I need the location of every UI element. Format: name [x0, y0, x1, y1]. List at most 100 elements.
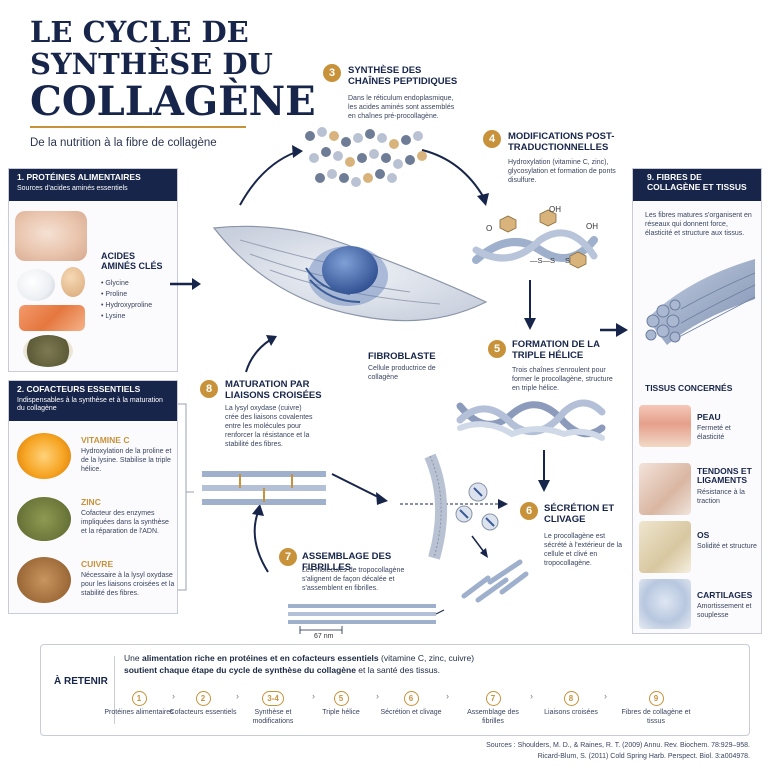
retain-step-8-label: Liaisons croisées — [544, 709, 598, 716]
step-5-title: FORMATION DE LA TRIPLE HÉLICE — [512, 339, 600, 361]
retain-arrow: › — [312, 691, 315, 701]
retain-divider — [114, 656, 115, 724]
step-7-desc: Les molécules de tropocollagène s'aligne… — [302, 567, 405, 593]
salmon-image — [19, 305, 85, 331]
chem-label-oh-1: OH — [549, 205, 561, 214]
fibril-scale-label: 67 nm — [314, 633, 334, 640]
retain-step-3-4-label: Synthèse et modifications — [252, 709, 294, 725]
sources-line-2: Ricard-Blum, S. (2011) Cold Spring Harb.… — [537, 753, 750, 760]
step-4-desc: Hydroxylation (vitamine C, zinc), glycos… — [508, 159, 616, 185]
panel-1-subtitle: Sources d'acides aminés essentiels — [17, 184, 128, 192]
tissue-cartilage: CARTILAGES Amortissement et souplesse — [697, 590, 759, 621]
sources-line-1: Sources : Shoulders, M. D., & Raines, R.… — [486, 742, 750, 749]
retain-step-9-number: 9 — [648, 691, 664, 706]
retain-step-1-label: Protéines alimentaires — [104, 709, 174, 716]
secretion-illustration — [424, 453, 499, 560]
retain-step-8: 8 Liaisons croisées — [536, 688, 606, 718]
yogurt-image — [17, 269, 55, 301]
tissue-tendon-image — [639, 463, 691, 515]
step-7-number: 7 — [279, 548, 297, 566]
panel-9-desc: Les fibres matures s'organisent en résea… — [645, 212, 752, 238]
chem-label-o: O — [486, 224, 493, 233]
step-6-title: SÉCRÉTION ET CLIVAGE — [544, 503, 615, 525]
egg-image — [61, 267, 85, 297]
retain-step-7-number: 7 — [485, 691, 501, 706]
peptide-chains-illustration — [305, 127, 427, 187]
retain-arrow: › — [446, 691, 449, 701]
fibroblast-desc: Cellule productrice de collagène — [368, 365, 436, 382]
retain-arrow: › — [376, 691, 379, 701]
retain-step-6-label: Sécrétion et clivage — [380, 709, 442, 716]
retain-step-3-4: 3-4 Synthèse et modifications — [238, 688, 308, 727]
panel-9-heading: 9. FIBRES DE COLLAGÈNE ET TISSUS — [633, 169, 761, 201]
chem-label-s: S — [565, 256, 571, 265]
step-8-desc: La lysyl oxydase (cuivre) crée des liais… — [225, 405, 313, 449]
retain-arrow: › — [530, 691, 533, 701]
retain-text-part-3: (vitamine C, zinc, cuivre) — [378, 653, 475, 663]
triple-helix-illustration — [456, 399, 606, 441]
step-8-number: 8 — [200, 380, 218, 398]
orange-image — [17, 433, 71, 479]
retain-text-part-2: alimentation riche en protéines et en co… — [141, 653, 379, 663]
tissue-bone-label: OS — [697, 530, 710, 540]
tissue-skin-label: PEAU — [697, 412, 721, 422]
tissue-cartilage-image — [639, 579, 691, 629]
retain-step-8-number: 8 — [563, 691, 579, 706]
title-line-2: SYNTHÈSE DU — [30, 47, 273, 81]
copper-desc: Nécessaire à la lysyl oxydase pour les l… — [81, 572, 175, 598]
step-3-desc: Dans le réticulum endoplasmique, les aci… — [348, 95, 455, 121]
step-4-number: 4 — [483, 130, 501, 148]
retain-text: Une alimentation riche en protéines et e… — [124, 652, 724, 677]
zinc-desc: Cofacteur des enzymes impliquées dans la… — [81, 510, 169, 536]
arrow-to-fibroblast — [170, 278, 201, 290]
tissue-skin-desc: Fermeté et élasticité — [697, 425, 731, 442]
amino-acid-item: • Proline — [101, 290, 128, 298]
title-line-1: LE CYCLE DE — [30, 15, 249, 49]
step-4-title: MODIFICATIONS POST-TRADUCTIONNELLES — [508, 131, 615, 153]
panel-2-heading: 2. COFACTEURS ESSENTIELS Indispensables … — [9, 381, 177, 421]
lentils-image — [23, 335, 73, 367]
step-7-title: ASSEMBLAGE DES FIBRILLES — [302, 551, 392, 573]
chicken-image — [15, 211, 87, 261]
tissue-cartilage-label: CARTILAGES — [697, 590, 753, 600]
retain-step-7: 7 Assemblage des fibrilles — [458, 688, 528, 727]
panel-collagen-fibers: 9. FIBRES DE COLLAGÈNE ET TISSUS Les fib… — [632, 168, 762, 634]
pumpkin-seeds-image — [17, 497, 71, 541]
retain-box — [40, 644, 750, 736]
tissue-skin-image — [639, 405, 691, 447]
modified-chain-illustration — [472, 209, 598, 269]
chem-label-oh-2: OH — [586, 222, 598, 231]
retain-arrow: › — [604, 691, 607, 701]
tissue-bone: OS Solidité et structure — [697, 530, 759, 551]
retain-step-1-number: 1 — [131, 691, 147, 706]
retain-step-2: 2 Cofacteurs essentiels — [168, 688, 238, 718]
panel-dietary-proteins: 1. PROTÉINES ALIMENTAIRES Sources d'acid… — [8, 168, 178, 372]
retain-step-2-number: 2 — [195, 691, 211, 706]
retain-step-6-number: 6 — [403, 691, 419, 706]
retain-text-part-1: Une — [124, 653, 142, 663]
panel-cofactors: 2. COFACTEURS ESSENTIELS Indispensables … — [8, 380, 178, 614]
retain-step-7-label: Assemblage des fibrilles — [467, 709, 519, 725]
retain-arrow: › — [236, 691, 239, 701]
step-3-number: 3 — [323, 64, 341, 82]
tissue-skin: PEAU Fermeté et élasticité — [697, 412, 759, 443]
tissue-tendon: TENDONS ET LIGAMENTS Résistance à la tra… — [697, 466, 761, 506]
retain-step-2-label: Cofacteurs essentiels — [169, 709, 237, 716]
nuts-image — [17, 557, 71, 603]
crosslinked-fibrils-illustration — [202, 471, 326, 505]
amino-acid-glycine: Glycine — [105, 280, 129, 287]
tissue-tendon-desc: Résistance à la traction — [697, 488, 745, 505]
step-3-title: SYNTHÈSE DES CHAÎNES PEPTIDIQUES — [348, 65, 458, 87]
tissues-title: TISSUS CONCERNÉS — [645, 383, 733, 393]
step-8-title: MATURATION PAR LIAISONS CROISÉES — [225, 379, 322, 401]
chem-label-ss: —S—S — [530, 256, 556, 265]
amino-acid-lysine: Lysine — [105, 312, 126, 320]
cofactor-vitamin-c: VITAMINE C Hydroxylation de la proline e… — [81, 435, 175, 474]
cofactor-zinc: ZINC Cofacteur des enzymes impliquées da… — [81, 497, 175, 536]
fibril-assembly-illustration — [288, 604, 445, 634]
retain-label: À RETENIR — [54, 676, 108, 687]
cofactor-bracket — [178, 403, 194, 591]
amino-acid-item: • Glycine — [101, 280, 129, 287]
vitamin-c-label: VITAMINE C — [81, 435, 130, 445]
